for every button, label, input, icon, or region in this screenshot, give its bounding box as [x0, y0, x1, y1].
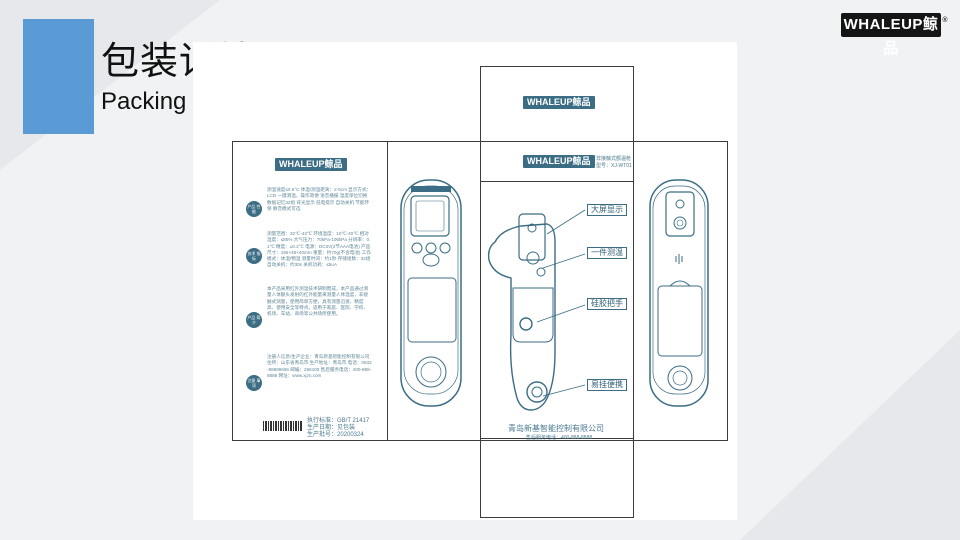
- product-name: 非接触式额温枪: [596, 156, 632, 162]
- batch-number: 生产批号：20200324: [307, 432, 364, 438]
- brand-logo-text: WHALEUP鲸品: [843, 16, 939, 57]
- product-performance-text: 测温速度≤0.5°C 体温/测温距离：2-5cm 显示方式：LCD 一键测温，操…: [267, 187, 372, 211]
- background-shape: [740, 330, 960, 540]
- front-panel-logo: WHALEUP鲸品: [523, 155, 595, 168]
- top-flap: [480, 66, 634, 182]
- device-side-view: [487, 209, 586, 411]
- standard-info: 执行标准：GB/T 21417: [307, 418, 370, 424]
- back-panel-logo: WHALEUP鲸品: [275, 158, 347, 171]
- section-tag-specs: 技术 指标: [246, 248, 262, 264]
- registered-mark: ®: [942, 17, 948, 24]
- top-flap-logo: WHALEUP鲸品: [523, 96, 595, 109]
- callout-large-display: 大屏显示: [587, 204, 627, 216]
- manufacturer-info-text: 注册人信息/生产企业：青岛新基智能控制有限公司 住所：山东省青岛市 生产地址：青…: [267, 354, 372, 378]
- product-model: 型号：XJ-WT01: [596, 163, 632, 169]
- barcode: [263, 421, 303, 431]
- technical-specs-text: 测量范围：32℃-43℃ 环境温度：10℃-40℃ 相对湿度：≤85% 大气压力…: [267, 231, 371, 268]
- production-date: 生产日期：见包装: [307, 425, 356, 431]
- service-hotline: 售后服务电话：400-888-8888: [526, 435, 593, 441]
- device-back-view: [649, 179, 709, 407]
- callout-silicone-grip: 硅胶把手: [587, 298, 627, 310]
- section-tag-notes: 注意 事项: [246, 375, 262, 391]
- device-front-view: [400, 179, 462, 407]
- callout-one-touch-measure: 一件测温: [587, 247, 627, 259]
- section-tag-performance: 产品 性能: [246, 201, 262, 217]
- section-tag-intro: 产品 简介: [246, 312, 262, 328]
- accent-bar: [23, 19, 94, 134]
- company-name: 青岛新基智能控制有限公司: [508, 424, 604, 433]
- packaging-dieline: WHALEUP鲸品 WHALEUP鲸品 产品 性能 测温速度≤0.5°C 体温/…: [193, 42, 737, 520]
- side-panel-right: [633, 141, 728, 441]
- callout-easy-hang: 易挂便携: [587, 379, 627, 391]
- brand-logo: WHALEUP鲸品 ®: [841, 13, 948, 57]
- bottom-flap: [480, 438, 634, 518]
- product-intro-text: 本产品采用红外测温技术研制而成，本产品通过测量人体额头发射的红外能量来测量人体温…: [267, 286, 369, 317]
